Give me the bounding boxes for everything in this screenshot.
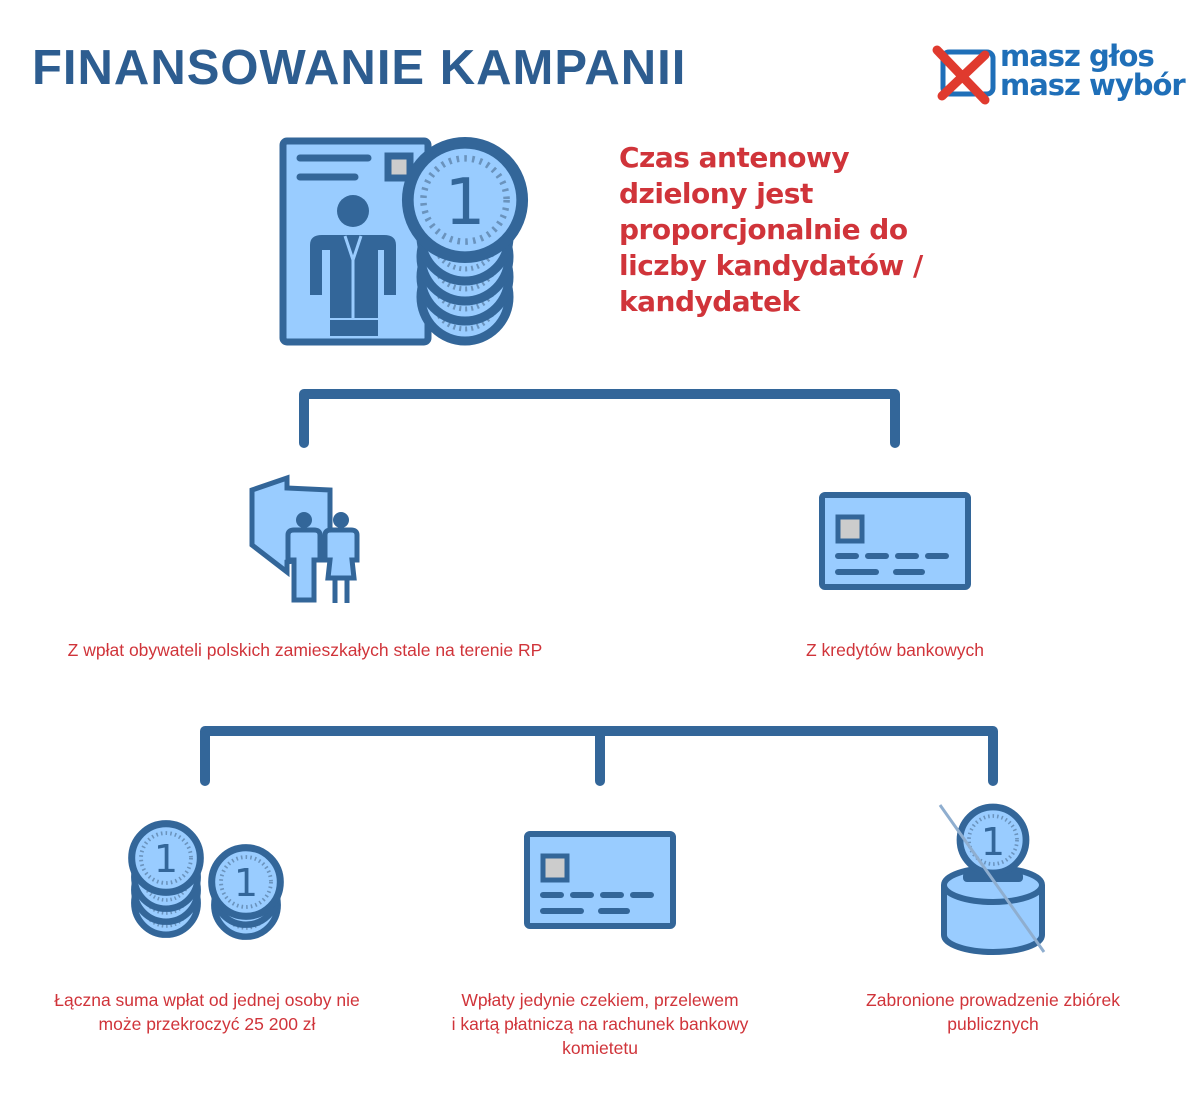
candidate-funds-icon: 1 (279, 141, 522, 346)
logo: masz głos masz wybór (1000, 39, 1186, 102)
rule-label-payment-methods: Wpłaty jedynie czekiem, przelewem i kart… (400, 988, 800, 1060)
svg-text:1: 1 (981, 820, 1005, 864)
rule-label-line: Zabronione prowadzenie zbiórek (866, 990, 1120, 1010)
source-label-bank-credit: Z kredytów bankowych (806, 640, 984, 660)
logo-line-1: masz głos (1000, 39, 1155, 73)
rule-label-line: Wpłaty jedynie czekiem, przelewem (461, 990, 739, 1010)
svg-text:1: 1 (234, 861, 258, 905)
coins-icon: 1 1 (132, 824, 281, 937)
rule-label-line: i kartą płatniczą na rachunek bankowy (451, 1014, 749, 1034)
lead-text: Czas antenowy dzielony jest proporcjonal… (619, 141, 923, 318)
connector-bracket-top (299, 389, 900, 448)
logo-icon (932, 45, 996, 105)
rule-label-line: publicznych (947, 1014, 1039, 1034)
page-title: FINANSOWANIE KAMPANII (32, 41, 687, 95)
connector-bracket-bottom (200, 726, 998, 786)
source-label-citizens: Z wpłat obywateli polskich zamieszkałych… (67, 640, 543, 660)
credit-card-icon (822, 495, 968, 587)
credit-card-icon (527, 834, 673, 926)
svg-text:1: 1 (445, 166, 486, 240)
rule-label-line: może przekroczyć 25 200 zł (98, 1014, 316, 1034)
rule-label-line: komietetu (562, 1038, 638, 1058)
logo-line-2: masz wybór (1000, 68, 1186, 102)
rule-label-no-collections: Zabronione prowadzenie zbiórek publiczny… (793, 988, 1193, 1036)
svg-text:1: 1 (154, 837, 178, 881)
no-collection-box-icon: 1 (938, 805, 1046, 955)
rule-label-line: Łączna suma wpłat od jednej osoby nie (54, 990, 360, 1010)
rule-label-donation-limit: Łączna suma wpłat od jednej osoby nie mo… (7, 988, 407, 1036)
citizens-icon (249, 474, 360, 603)
